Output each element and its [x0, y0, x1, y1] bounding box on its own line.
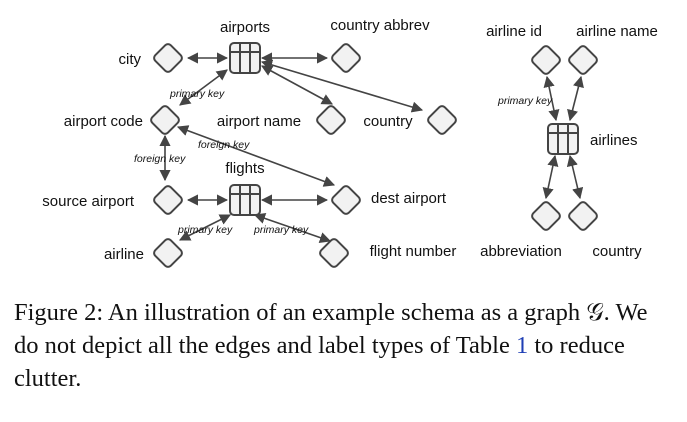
airport-code-node — [148, 103, 182, 137]
airline-id-label: airline id — [486, 23, 542, 40]
airports-label: airports — [220, 19, 270, 36]
country2-node — [566, 199, 600, 233]
source-airport-label: source airport — [42, 193, 135, 210]
city-node — [151, 41, 185, 75]
city-label: city — [119, 51, 142, 68]
country-node — [425, 103, 459, 137]
airline-id-node — [529, 43, 563, 77]
abbreviation-label: abbreviation — [480, 243, 562, 260]
edge-flights-airline — [178, 214, 232, 241]
edge-airline-id-airlines — [543, 75, 560, 122]
country-label: country — [363, 113, 413, 130]
dest-airport-label: dest airport — [371, 190, 447, 207]
edge-airports-country — [260, 59, 424, 113]
edge-flights-flight-number — [253, 213, 332, 243]
edge-airport-code-dest-airport — [176, 125, 336, 187]
airports-table-node — [229, 42, 261, 74]
caption-suffix: to reduce clutter. — [14, 332, 625, 392]
caption-prefix: Figure 2: An illustration of an example … — [14, 299, 648, 359]
airport-name-node — [314, 103, 348, 137]
flights-table-node — [229, 184, 261, 216]
flights-label: flights — [225, 160, 264, 177]
edge-airlines-country — [566, 154, 584, 200]
pk-airlines-edge-label: primary key — [497, 95, 553, 107]
airline-label: airline — [104, 246, 144, 263]
figure-caption: Figure 2: An illustration of an example … — [14, 296, 676, 395]
flight-number-node — [317, 236, 351, 270]
airline-name-node — [566, 43, 600, 77]
airlines-table-node — [547, 123, 579, 155]
edge-airline-name-airlines — [567, 75, 584, 122]
airport-name-label: airport name — [217, 113, 301, 130]
schema-graph-diagram: airports country abbrev city airport cod… — [42, 17, 658, 270]
country-abbrev-node — [329, 41, 363, 75]
airlines-label: airlines — [590, 132, 638, 149]
pk-flights-edge-label-2: primary key — [253, 224, 309, 236]
source-airport-node — [151, 183, 185, 217]
table-reference-link[interactable]: 1 — [515, 332, 529, 359]
fk-flights-edge-label: foreign key — [134, 153, 186, 165]
airline-name-label: airline name — [576, 23, 658, 40]
flight-number-label: flight number — [370, 243, 457, 260]
pk-flights-edge-label-1: primary key — [177, 224, 233, 236]
edge-airports-airport-code — [179, 69, 228, 106]
airline-node — [151, 236, 185, 270]
dest-airport-node — [329, 183, 363, 217]
pk-airports-edge-label: primary key — [169, 88, 225, 100]
edge-airlines-abbreviation — [542, 154, 559, 200]
fk-airports-edge-label: foreign key — [198, 139, 250, 151]
airport-code-label: airport code — [64, 113, 143, 130]
country2-label: country — [592, 243, 642, 260]
abbreviation-node — [529, 199, 563, 233]
country-abbrev-label: country abbrev — [330, 17, 430, 34]
